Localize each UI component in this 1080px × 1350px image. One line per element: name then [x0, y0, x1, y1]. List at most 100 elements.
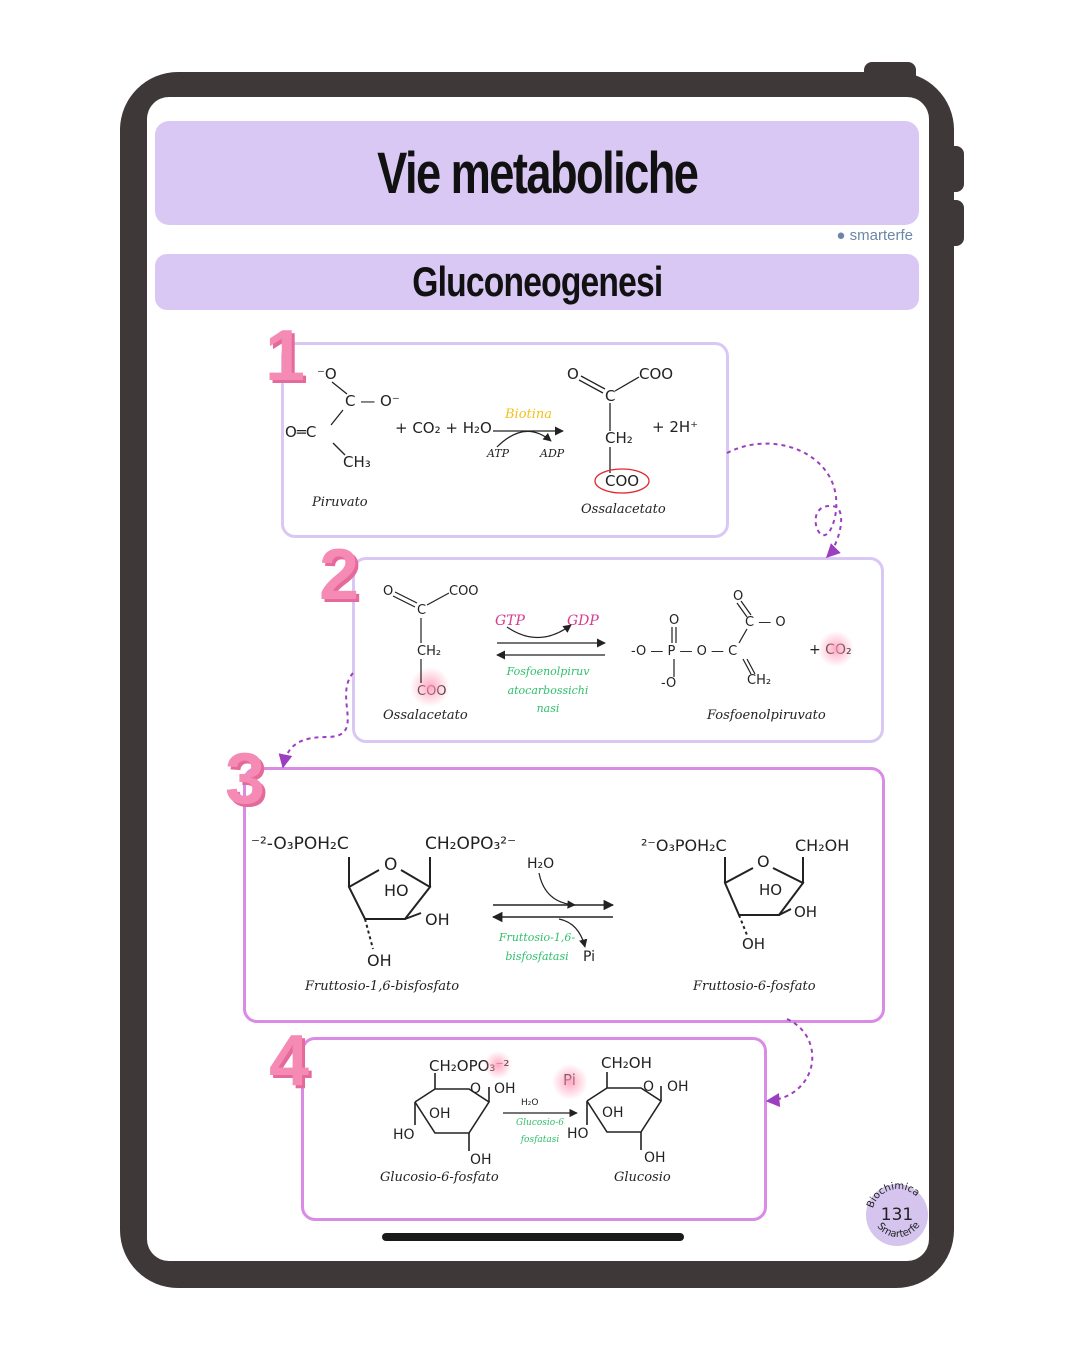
pyruvate-ch3: CH₃ [343, 453, 371, 471]
step-1-protons: + 2H⁺ [652, 418, 699, 436]
brand-label: ● smarterfe [836, 227, 913, 244]
home-indicator[interactable] [382, 1233, 684, 1241]
step-1-reactant-label: Piruvato [312, 495, 368, 510]
oaa-c: C [605, 387, 616, 405]
pep-o-phosphate: O [669, 613, 680, 628]
step-4-water: H₂O [521, 1098, 539, 1108]
pyruvate-c-o: C — O⁻ [345, 392, 400, 410]
gdp-label: GDP [567, 613, 599, 629]
oaa-o: O [567, 365, 579, 383]
pep-c-o: C — O [745, 615, 786, 630]
f6p-ho: HO [759, 881, 783, 899]
volume-up-button [944, 146, 964, 192]
step-2-number: 2 [319, 535, 360, 615]
g6p-ring [414, 1073, 491, 1151]
step-3-box [243, 767, 885, 1023]
lightbulb-icon: ● [836, 227, 846, 244]
step-1-product-label: Ossalacetato [581, 502, 666, 517]
step-2-product-label: Fosfoenolpiruvato [707, 708, 826, 723]
oaa-ch2: CH₂ [605, 429, 633, 447]
glow-coo [410, 667, 450, 707]
g6p-oh-bottom: OH [470, 1152, 492, 1168]
glucose-oh-bottom: OH [644, 1150, 666, 1166]
g6p-ho: HO [393, 1127, 415, 1143]
step-3-water-curve [538, 872, 576, 909]
step-3-pi-curve [558, 918, 588, 948]
step-2-reactant-label: Ossalacetato [383, 708, 468, 723]
pyruvate-o-minus: ⁻O [317, 365, 337, 383]
f16bp-oh-bottom: OH [367, 951, 392, 970]
g6p-ring-o: O [470, 1081, 482, 1097]
step-1-atp-curve [496, 430, 552, 448]
step-3-enzyme: Fruttosio-1,6- bisfosfatasi [498, 931, 576, 963]
step-3-water: H₂O [527, 856, 555, 872]
biotin-cofactor: Biotina [505, 407, 553, 422]
reaction-drawing [278, 375, 854, 1151]
glow-co2 [818, 631, 854, 667]
f6p-ring [723, 857, 805, 936]
pep-o-top: O [733, 589, 744, 604]
step-4-product-label: Glucosio [614, 1170, 671, 1185]
pep-backbone: -O — P — O — C [631, 644, 738, 659]
f16bp-oh-right: OH [425, 910, 450, 929]
f6p-oh-right: OH [794, 903, 818, 921]
step-1-number: 1 [265, 316, 306, 396]
f6p-right-group: CH₂OH [795, 836, 850, 855]
tablet-screen: Vie metaboliche ● smarterfe Gluconeogene… [147, 97, 929, 1261]
page-badge: 131 [866, 1184, 928, 1246]
f16bp-ring [347, 857, 432, 950]
dashed-connectors [278, 442, 843, 1107]
page-title: Vie metaboliche [376, 140, 699, 206]
adp-label: ADP [540, 447, 565, 460]
highlight-circle [594, 468, 650, 494]
step-4-reactant-label: Glucosio-6-fosfato [380, 1170, 499, 1185]
step-4-number: 4 [269, 1021, 310, 1101]
glucose-ch2oh: CH₂OH [601, 1054, 652, 1072]
step-2-gtp-curve [506, 624, 572, 639]
f6p-left-group: ²⁻O₃POH₂C [641, 836, 727, 855]
subtitle-banner: Gluconeogenesi [155, 254, 919, 310]
glow-pi [552, 1064, 588, 1100]
glucose-ring [586, 1072, 663, 1150]
pyruvate-o-c: O═C [285, 423, 317, 441]
step-3-reactant-label: Fruttosio-1,6-bisfosfato [305, 979, 460, 994]
page-number: 131 [880, 1205, 914, 1225]
g6p-oh-inner: OH [429, 1106, 451, 1122]
step-2-enzyme: Fosfoenolpiruv atocarbossichi nasi [506, 665, 590, 716]
glucose-oh-inner: OH [602, 1105, 624, 1121]
step-3-product-label: Fruttosio-6-fosfato [693, 979, 816, 994]
oaa2-o: O [383, 584, 394, 599]
oaa2-c: C [417, 603, 427, 618]
gtp-label: GTP [495, 613, 525, 629]
f6p-oh-bottom: OH [742, 935, 766, 953]
f16bp-ho: HO [384, 881, 409, 900]
f16bp-left-group: ⁻²-O₃POH₂C [251, 834, 349, 854]
section-title: Gluconeogenesi [411, 258, 663, 305]
oaa-coo-bottom: COO [605, 472, 640, 490]
g6p-oh-right: OH [494, 1081, 516, 1097]
step-1-reagents: + CO₂ + H₂O [395, 419, 492, 437]
pep-bonds [671, 600, 756, 677]
glucose-ring-o: O [643, 1079, 655, 1095]
oaa2-coo-top: COO [449, 584, 479, 599]
step-3-number: 3 [225, 739, 266, 819]
pep-ch2: CH₂ [747, 673, 772, 688]
oaa2-bonds [392, 591, 450, 683]
title-banner: Vie metaboliche [155, 121, 919, 225]
step-2-box [352, 557, 884, 743]
step-4-box [301, 1037, 767, 1221]
glow-phosphate [484, 1051, 512, 1079]
volume-down-button [944, 200, 964, 246]
oaa-coo-top: COO [639, 365, 674, 383]
atp-label: ATP [487, 447, 510, 460]
f16bp-ring-o: O [384, 855, 398, 875]
glucose-ho: HO [567, 1126, 589, 1142]
pep-o-minus: -O [661, 676, 677, 691]
f6p-ring-o: O [757, 852, 770, 871]
glucose-oh-right: OH [667, 1079, 689, 1095]
pyruvate-bonds [330, 381, 348, 456]
step-3-pi: Pi [583, 949, 596, 965]
step-4-enzyme: Glucosio-6 fosfatasi [515, 1118, 564, 1146]
f16bp-right-group: CH₂OPO₃²⁻ [425, 834, 517, 854]
oaa2-ch2: CH₂ [417, 644, 442, 659]
